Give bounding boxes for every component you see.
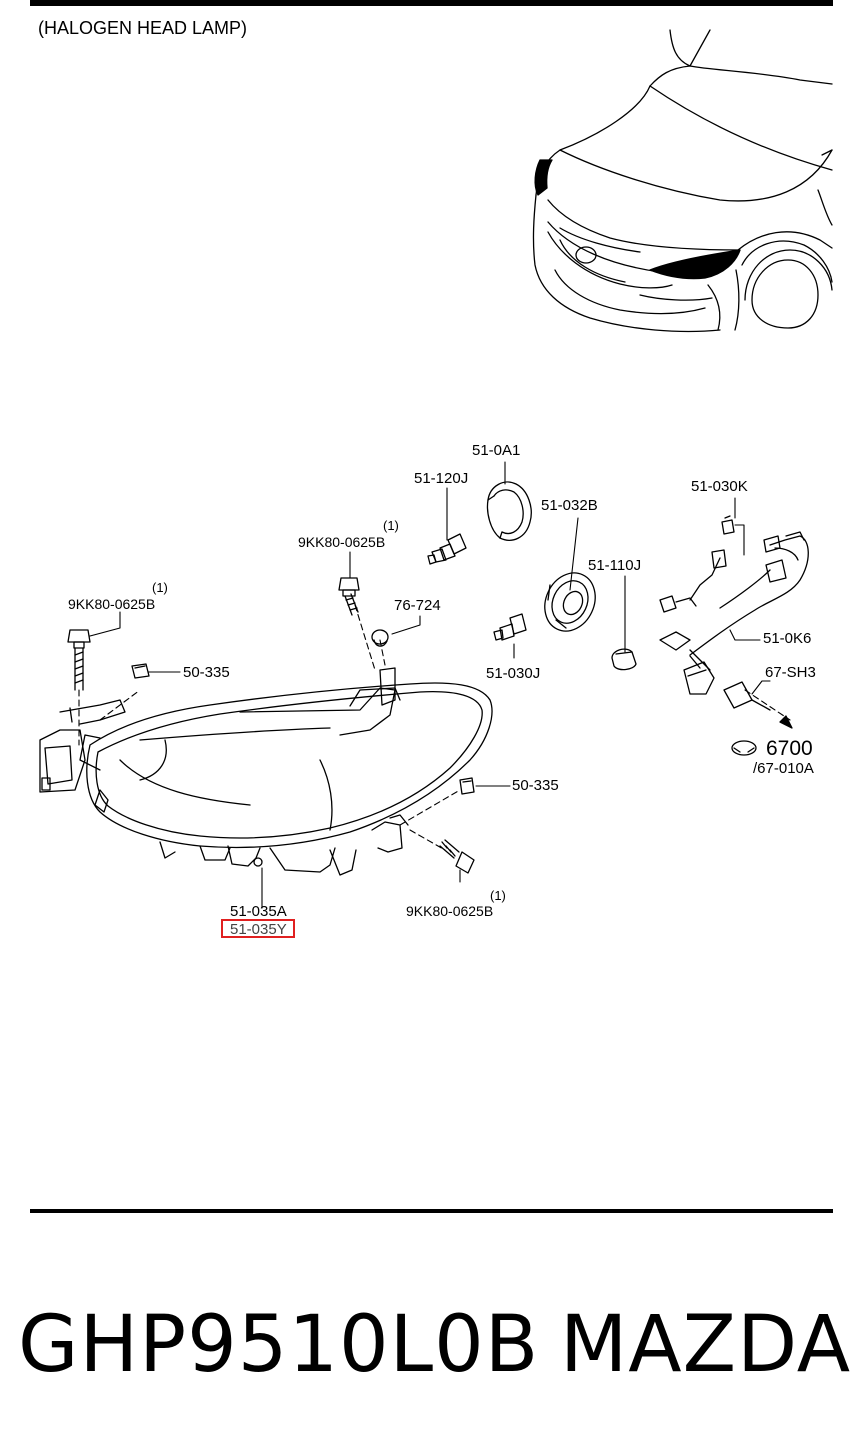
label-bolt-bottom: 9KK80-0625B <box>406 903 494 919</box>
top-rule <box>30 0 833 6</box>
bulb-51-030K <box>721 515 735 535</box>
label-67-010A: /67-010A <box>753 760 814 777</box>
part-number: GHP9510L0B <box>18 1300 540 1390</box>
qty-bolt-bottom: (1) <box>490 888 506 903</box>
bolt-bottom <box>439 839 475 874</box>
harness-51-0K6 <box>659 531 809 695</box>
bolt-left <box>67 629 91 691</box>
qty-bolt-top: (1) <box>383 518 399 533</box>
ring-51-0A1 <box>486 481 532 541</box>
bulb-51-110J <box>611 648 637 671</box>
label-51-120J: 51-120J <box>414 470 469 487</box>
label-51-0K6: 51-0K6 <box>763 630 812 647</box>
label-51-032B: 51-032B <box>541 497 598 514</box>
label-76-724: 76-724 <box>394 597 441 614</box>
label-51-030K: 51-030K <box>691 478 748 495</box>
bulb-51-120J <box>427 533 467 565</box>
highlight-box <box>221 919 295 938</box>
connector-67-SH3 <box>723 681 771 711</box>
diagram-title: (HALOGEN HEAD LAMP) <box>38 18 248 38</box>
cap-76-724 <box>371 629 389 647</box>
label-51-110J: 51-110J <box>588 557 642 574</box>
nut-right <box>459 777 475 795</box>
label-nut-left: 50-335 <box>183 664 230 681</box>
headlamp-assembly <box>39 667 493 876</box>
label-nut-right: 50-335 <box>512 777 559 794</box>
install-guides <box>78 604 791 851</box>
label-6700: 6700 <box>766 737 813 760</box>
car-illustration <box>532 29 833 333</box>
brand-name: MAZDA <box>560 1300 852 1390</box>
ref-connector-icon <box>731 740 757 756</box>
label-51-030J: 51-030J <box>486 665 541 682</box>
qty-bolt-left: (1) <box>152 580 168 595</box>
label-51-035A: 51-035A <box>230 903 287 920</box>
label-bolt-left: 9KK80-0625B <box>68 596 156 612</box>
bolt-top <box>338 577 360 616</box>
label-67-SH3: 67-SH3 <box>765 664 816 681</box>
label-51-035Y: 51-035Y <box>230 921 287 938</box>
nut-left <box>131 663 150 679</box>
cover-51-032B <box>544 572 596 632</box>
leader-lines <box>89 461 771 909</box>
label-51-0A1: 51-0A1 <box>472 442 521 459</box>
bottom-rule <box>30 1209 833 1213</box>
arrow-head <box>779 715 793 729</box>
label-bolt-top: 9KK80-0625B <box>298 534 386 550</box>
bulb-51-030J <box>493 613 527 641</box>
